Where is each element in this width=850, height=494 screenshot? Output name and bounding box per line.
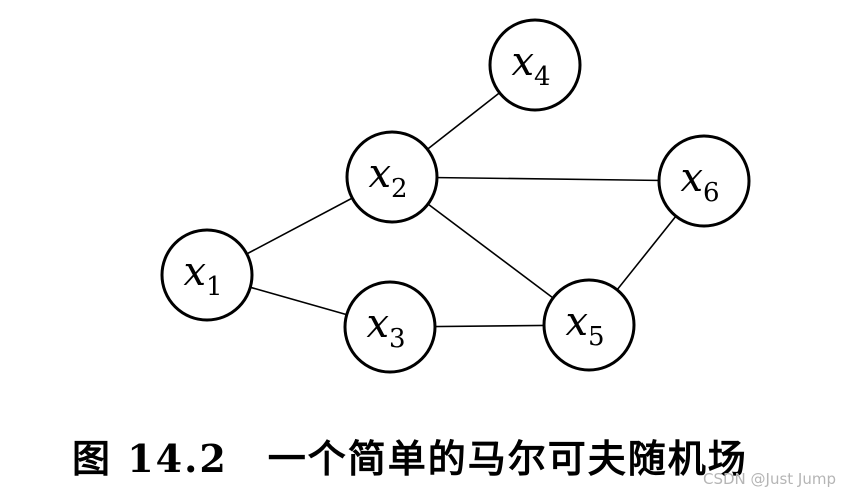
edge-layer bbox=[206, 64, 705, 328]
node-x1: x1 bbox=[160, 228, 254, 322]
figure-number: 图 14.2 bbox=[72, 436, 228, 481]
figure-caption: 图 14.2 一个简单的马尔可夫随机场 bbox=[72, 428, 748, 483]
node-variable: x bbox=[565, 299, 588, 345]
node-label-x4: x4 bbox=[511, 39, 550, 92]
node-x2: x2 bbox=[345, 130, 439, 224]
node-circle-x5 bbox=[542, 278, 636, 372]
node-label-x6: x6 bbox=[680, 155, 719, 208]
node-circle-x4 bbox=[488, 18, 582, 112]
node-variable: x bbox=[183, 249, 206, 295]
node-label-x1: x1 bbox=[183, 249, 222, 302]
node-subscript: 2 bbox=[391, 174, 408, 204]
node-x3: x3 bbox=[343, 280, 437, 374]
node-variable: x bbox=[368, 151, 391, 197]
node-subscript: 3 bbox=[389, 324, 406, 354]
node-subscript: 1 bbox=[206, 272, 223, 302]
node-circle-x6 bbox=[657, 134, 751, 228]
node-subscript: 4 bbox=[534, 62, 551, 92]
figure-title: 一个简单的马尔可夫随机场 bbox=[267, 436, 748, 481]
node-label-x3: x3 bbox=[366, 301, 405, 354]
node-circle-x2 bbox=[345, 130, 439, 224]
node-x4: x4 bbox=[488, 18, 582, 112]
node-label-x5: x5 bbox=[565, 299, 604, 352]
node-subscript: 5 bbox=[588, 322, 605, 352]
node-variable: x bbox=[366, 301, 389, 347]
node-label-x2: x2 bbox=[368, 151, 407, 204]
node-subscript: 6 bbox=[703, 178, 720, 208]
node-variable: x bbox=[680, 155, 703, 201]
edge-x2-x6 bbox=[391, 176, 705, 182]
node-circle-x1 bbox=[160, 228, 254, 322]
node-circle-x3 bbox=[343, 280, 437, 374]
node-x6: x6 bbox=[657, 134, 751, 228]
node-x5: x5 bbox=[542, 278, 636, 372]
csdn-watermark: CSDN @Just Jump bbox=[703, 470, 836, 488]
node-variable: x bbox=[511, 39, 534, 85]
